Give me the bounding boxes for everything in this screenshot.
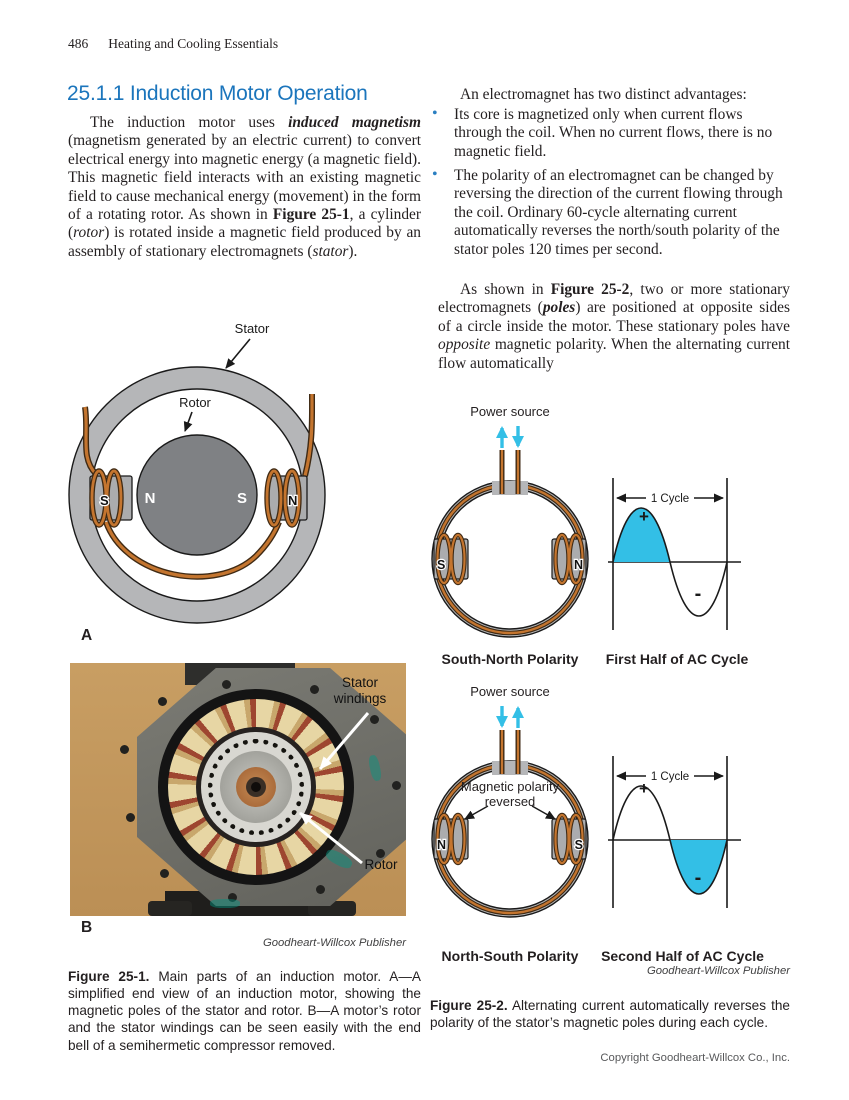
south-north-caption: South-North Polarity	[441, 651, 579, 667]
key-term: induced magnetism	[288, 114, 421, 131]
left-pole-label: N	[437, 838, 446, 852]
key-term: poles	[542, 299, 576, 317]
windings-callout: Stator windings	[333, 675, 387, 706]
pole-coils	[435, 812, 585, 866]
intro-paragraph: The induction motor uses induced magneti…	[68, 114, 421, 261]
figure-reference: Figure 25-2	[550, 281, 630, 298]
stator-winding-wire	[82, 393, 316, 580]
text-run: , two or more stationary electromagnets …	[438, 281, 790, 317]
italic-term: rotor	[73, 224, 105, 242]
cycle-span-label: 1 Cycle	[651, 771, 689, 783]
right-pole-label: N	[574, 558, 583, 572]
minus-sign: -	[695, 583, 702, 605]
second-half-ac-cycle-graph: 1 Cycle + -	[608, 756, 741, 908]
first-half-caption: First Half of AC Cycle	[605, 651, 749, 667]
page-number: 486	[68, 36, 89, 51]
bullet-text: The polarity of an electromagnet can be …	[454, 167, 783, 258]
figure-reference: Figure 25-1	[272, 206, 350, 224]
rotor-callout: Rotor	[179, 395, 211, 410]
bullet-icon: •	[432, 105, 438, 122]
left-pole-label: S	[437, 558, 445, 572]
text-run: ) are positioned at opposite sides of a …	[438, 299, 790, 335]
photo-callout-arrows	[299, 712, 370, 865]
text-run: (magnetism generated by an electric curr…	[68, 132, 421, 224]
power-leads	[499, 730, 521, 774]
figure2-credit: Goodheart-Willcox Publisher	[646, 965, 790, 977]
first-half-ac-cycle-graph: 1 Cycle + -	[608, 478, 741, 630]
running-head: 486 Heating and Cooling Essentials	[68, 36, 790, 52]
north-south-caption: North-South Polarity	[441, 948, 579, 964]
figure1-credit: Goodheart-Willcox Publisher	[262, 937, 406, 949]
copyright-line: Copyright Goodheart-Willcox Co., Inc.	[600, 1052, 790, 1064]
text-run: ).	[348, 242, 358, 260]
bullet-item: • The polarity of an electromagnet can b…	[432, 166, 790, 259]
power-source-label: Power source	[470, 404, 550, 419]
figure2-caption: Figure 25-2. Alternating current automat…	[430, 997, 790, 1032]
annotation-arrow-right	[531, 805, 556, 820]
bullet-text: Its core is magnetized only when current…	[454, 106, 773, 160]
advantages-intro: An electromagnet has two distinct advant…	[460, 86, 747, 103]
text-run: magnetic polarity. When the alternating …	[438, 336, 790, 372]
plus-sign: +	[639, 779, 649, 798]
running-title: Heating and Cooling Essentials	[108, 36, 279, 51]
rotor-arrow	[183, 411, 193, 432]
shaft-hole	[251, 782, 261, 792]
rotor-circle	[136, 434, 258, 556]
plus-sign: +	[639, 507, 649, 526]
right-pole-label: S	[575, 838, 583, 852]
polarity-reversed-annotation: Magnetic polarity reversed	[460, 779, 560, 809]
pole-coils	[435, 532, 585, 586]
section-heading: 25.1.1 Induction Motor Operation	[67, 82, 368, 105]
rotor-pole-s: S	[237, 490, 247, 507]
stator-callout: Stator	[235, 321, 270, 336]
power-leads	[499, 450, 521, 494]
text-run: As shown in	[460, 281, 551, 298]
sine-wave	[612, 785, 728, 895]
figure2-caption-lead: Figure 25-2.	[430, 997, 508, 1013]
motor-photo: Stator windings Rotor	[70, 663, 406, 916]
panel-a-label: A	[81, 627, 93, 644]
second-half-caption: Second Half of AC Cycle	[601, 948, 764, 964]
bullet-icon: •	[432, 166, 438, 183]
sine-wave	[612, 507, 728, 617]
text-run: , a cylinder (	[68, 206, 421, 242]
text-run: ) is rotated inside a magnetic field pro…	[68, 224, 421, 260]
italic-term: stator	[312, 242, 349, 260]
north-south-polarity-diagram: N S	[431, 706, 589, 918]
annotation-arrow-left	[464, 805, 489, 820]
cycle-span-label: 1 Cycle	[651, 493, 689, 505]
figure1-caption: Figure 25-1. Main parts of an induction …	[68, 968, 421, 1054]
pole-coils	[89, 468, 302, 528]
text-run: The induction motor uses	[90, 114, 289, 131]
power-source-label: Power source	[470, 684, 550, 699]
panel-b-label: B	[81, 919, 93, 936]
figure2-paragraph: As shown in Figure 25-2, two or more sta…	[438, 281, 790, 373]
left-pole	[89, 475, 133, 521]
italic-term: opposite	[438, 336, 491, 354]
south-north-polarity-diagram: S N	[431, 426, 589, 638]
induction-motor-diagram: N S S N Stator Rotor	[68, 321, 326, 624]
rotor-pole-n: N	[145, 490, 156, 507]
figure1-caption-lead: Figure 25-1.	[68, 968, 150, 984]
stator-arrow	[225, 338, 251, 369]
bullet-item: • Its core is magnetized only when curre…	[432, 105, 790, 161]
rotor-callout: Rotor	[364, 857, 398, 872]
figure1-caption-text: Main parts of an induction motor. A—A si…	[68, 968, 421, 1053]
left-pole-label: S	[100, 493, 109, 508]
right-pole-label: N	[288, 493, 297, 508]
minus-sign: -	[695, 867, 702, 889]
figure2-caption-text: Alternating current automatically revers…	[430, 997, 790, 1030]
